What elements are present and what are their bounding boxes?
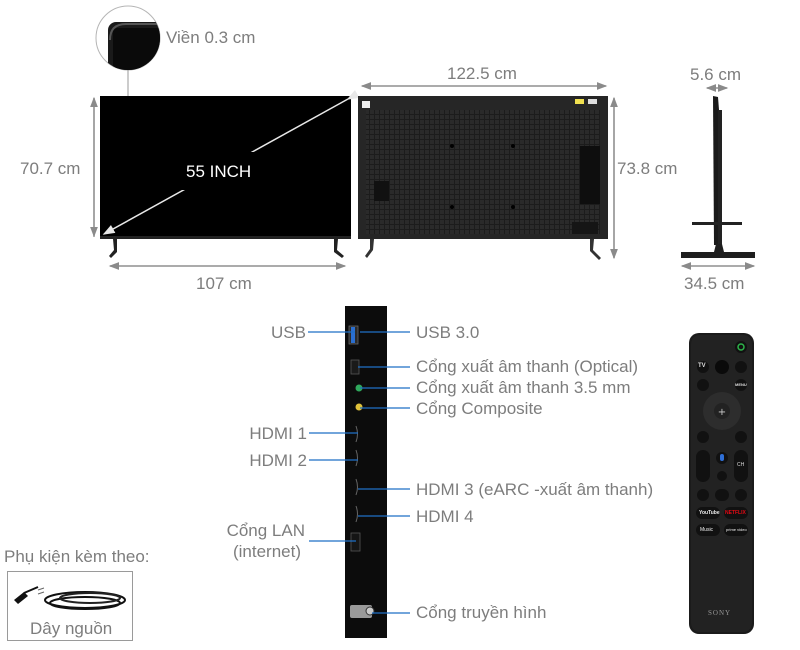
diagonal-label: 55 INCH xyxy=(186,162,252,181)
port-leader-lines xyxy=(308,331,410,614)
accessories-title: Phụ kiện kèm theo: xyxy=(4,547,150,566)
remote-prime-button: prime video xyxy=(726,527,747,532)
port-label-usb: USB xyxy=(271,323,306,342)
back-width-label: 122.5 cm xyxy=(447,64,517,83)
port-label-composite: Cổng Composite xyxy=(416,399,543,418)
remote-ch-label: CH xyxy=(737,462,745,468)
port-label-hdmi-2: HDMI 2 xyxy=(249,451,307,470)
front-tv xyxy=(100,89,360,258)
remote-netflix-button: NETFLIX xyxy=(725,510,746,516)
back-height-label: 73.8 cm xyxy=(617,159,678,178)
side-depth-label: 5.6 cm xyxy=(690,65,742,84)
remote-brand-logo: SONY xyxy=(708,609,732,617)
bezel-label: Viền 0.3 cm xyxy=(166,28,256,47)
port-label-lan-sub: (internet) xyxy=(232,542,301,561)
remote-menu-button: MENU xyxy=(735,382,747,387)
power-cable-image xyxy=(14,586,126,610)
back-tv xyxy=(358,96,608,260)
front-height-label: 70.7 cm xyxy=(20,159,81,178)
port-panel xyxy=(345,306,387,638)
accessory-label-power-cable: Dây nguồn xyxy=(30,619,113,638)
port-label-optical: Cổng xuất âm thanh (Optical) xyxy=(416,357,639,376)
port-label-lan: Cổng LAN xyxy=(226,521,305,540)
port-label-audio-35: Cổng xuất âm thanh 3.5 mm xyxy=(416,378,631,397)
stand-depth-label: 34.5 cm xyxy=(684,274,745,293)
svg-text:+: + xyxy=(718,407,726,418)
port-label-hdmi-1: HDMI 1 xyxy=(249,424,307,443)
side-tv xyxy=(681,96,755,258)
port-label-hdmi-4: HDMI 4 xyxy=(416,507,474,526)
port-label-hdmi-3: HDMI 3 (eARC -xuất âm thanh) xyxy=(416,480,654,499)
bezel-zoom xyxy=(95,5,161,96)
remote-control: + xyxy=(689,333,754,634)
front-width-label: 107 cm xyxy=(196,274,252,293)
remote-tv-button: TV xyxy=(698,363,706,369)
port-label-antenna: Cổng truyền hình xyxy=(416,603,547,622)
accessory-box xyxy=(7,571,133,641)
port-label-usb3: USB 3.0 xyxy=(416,323,480,342)
remote-music-button: Music xyxy=(700,527,714,533)
remote-youtube-button: YouTube xyxy=(699,510,720,516)
